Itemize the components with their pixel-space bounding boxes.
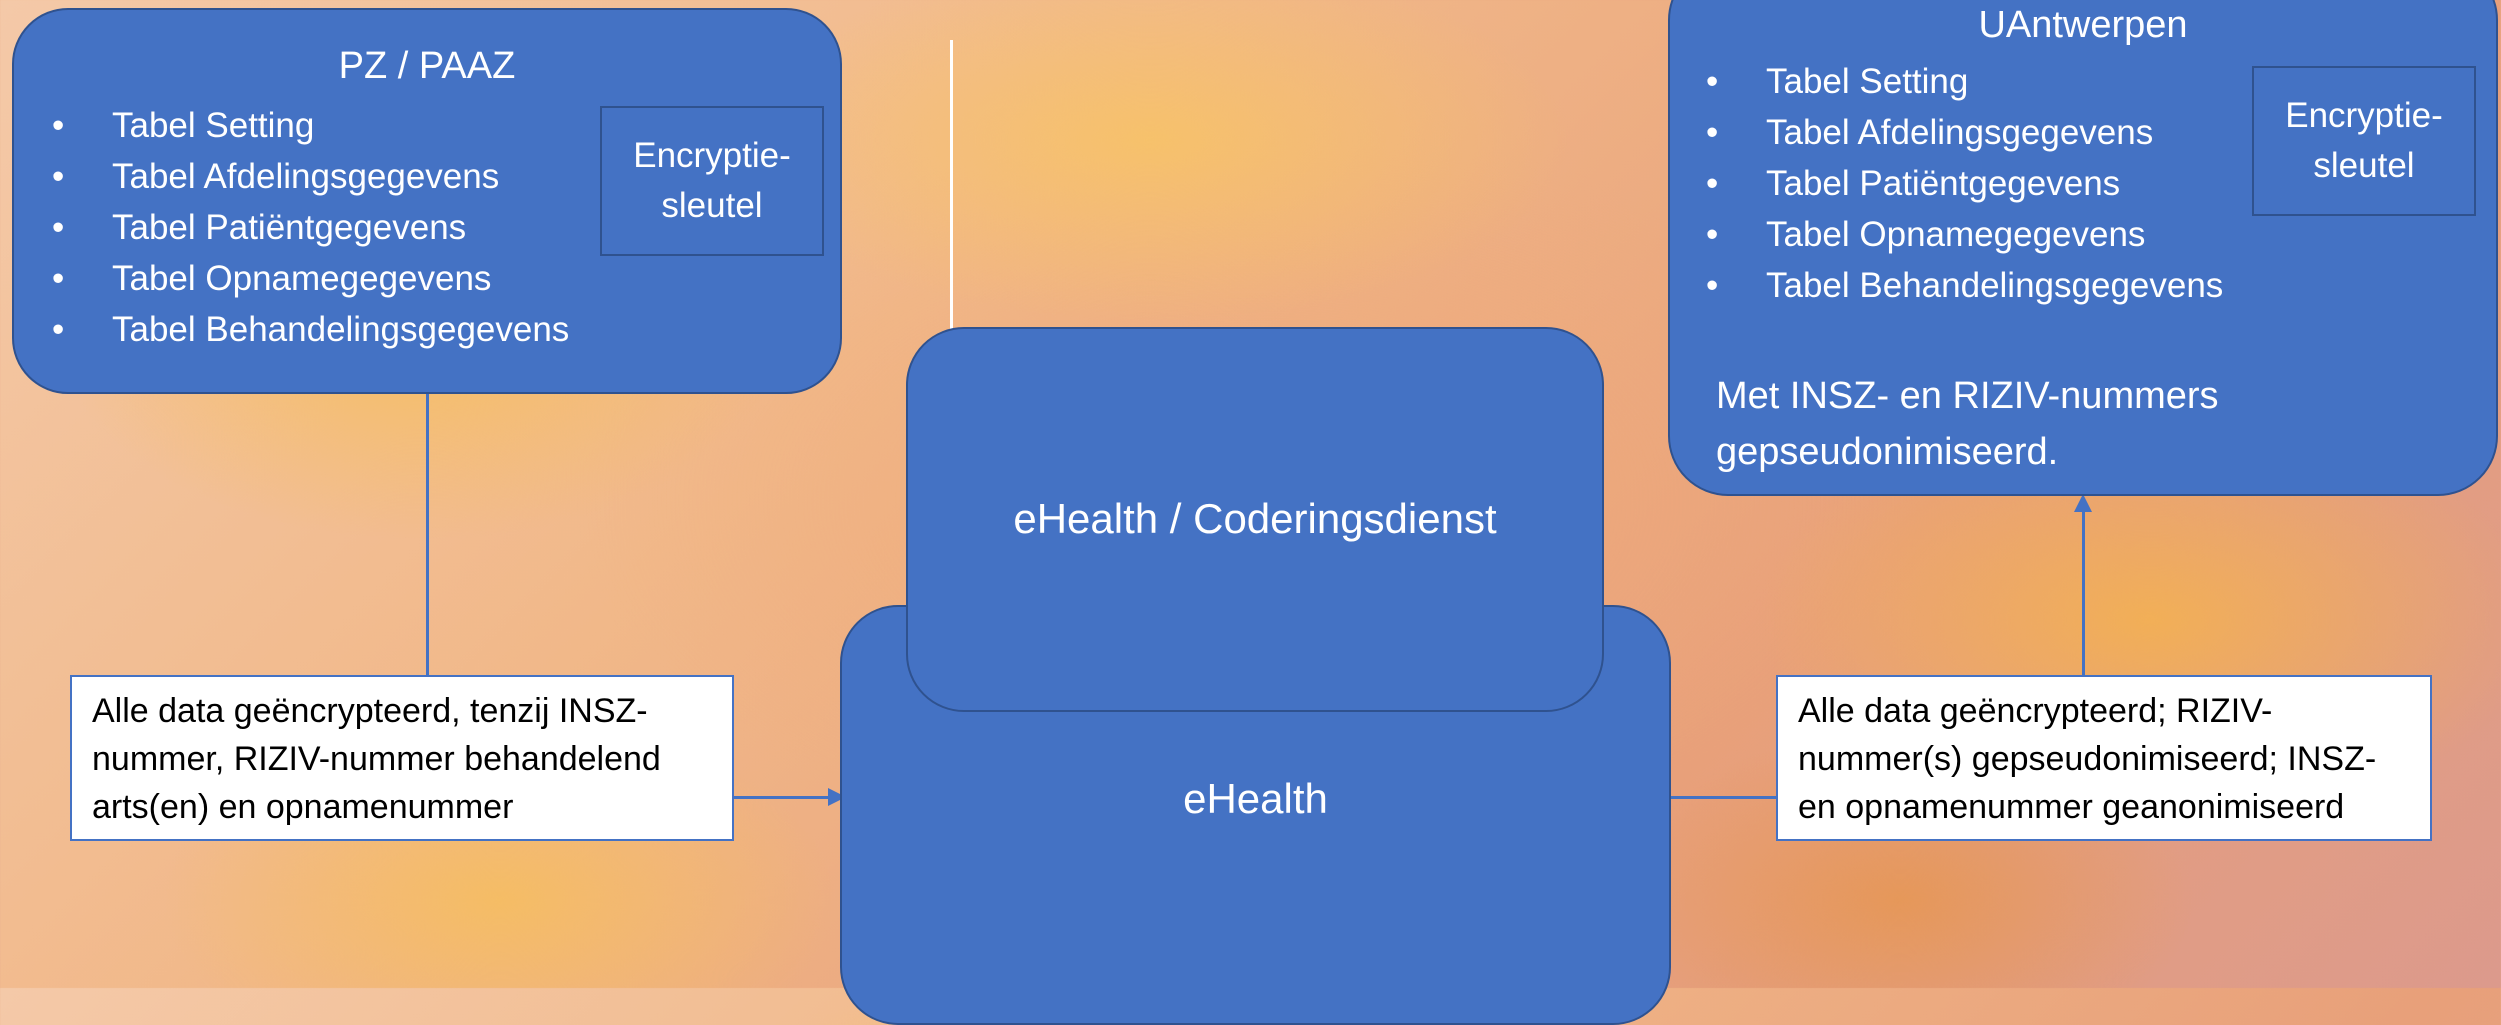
list-item: Tabel Opnamegegevens [1668, 209, 2223, 260]
decorative-divider-line [950, 40, 953, 330]
connector-ehealth-to-callout [1669, 796, 1777, 799]
left-encryption-callout: Alle data geëncrypteerd, tenzij INSZ- nu… [70, 675, 734, 841]
callout-line3: en opnamenummer geanonimiseerd [1798, 788, 2345, 826]
coderingsdienst-box: eHealth / Coderingsdienst [906, 327, 1604, 712]
callout-line3: arts(en) en opnamenummer [92, 788, 514, 826]
uantwerpen-table-list: Tabel Setting Tabel Afdelingsgegevens Ta… [1668, 56, 2223, 311]
uantwerpen-pseudonym-note: Met INSZ- en RIZIV-nummers gepseudonimis… [1716, 368, 2219, 480]
callout-line1: Alle data geëncrypteerd; RIZIV- [1798, 692, 2273, 730]
connector-pz-to-callout [426, 392, 429, 676]
key-label-line2: sleutel [2313, 146, 2415, 185]
uantwerpen-title: UAntwerpen [1978, 4, 2188, 46]
key-label-line1: Encryptie- [633, 136, 791, 175]
list-item: Tabel Setting [1668, 56, 2223, 107]
coderingsdienst-label: eHealth / Coderingsdienst [1013, 495, 1497, 542]
list-item: Tabel Behandelingsgegevens [14, 304, 569, 355]
list-item: Tabel Patiëntgegevens [14, 202, 569, 253]
list-item: Tabel Patiëntgegevens [1668, 158, 2223, 209]
note-line1: Met INSZ- en RIZIV-nummers [1716, 375, 2219, 417]
right-encryption-callout: Alle data geëncrypteerd; RIZIV- nummer(s… [1776, 675, 2432, 841]
callout-line1: Alle data geëncrypteerd, tenzij INSZ- [92, 692, 648, 730]
key-label-line1: Encryptie- [2285, 96, 2443, 135]
uantwerpen-box: UAntwerpen Tabel Setting Tabel Afdelings… [1668, 0, 2498, 496]
key-label-line2: sleutel [661, 186, 763, 225]
connector-callout-to-uantwerpen [2082, 510, 2085, 676]
list-item: Tabel Afdelingsgegevens [1668, 107, 2223, 158]
pz-paaz-title: PZ / PAAZ [338, 45, 516, 87]
note-line2: gepseudonimiseerd. [1716, 431, 2059, 473]
list-item: Tabel Behandelingsgegevens [1668, 260, 2223, 311]
uantwerpen-encryption-key-box: Encryptie- sleutel [2252, 66, 2476, 216]
callout-line2: nummer, RIZIV-nummer behandelend [92, 740, 661, 778]
list-item: Tabel Opnamegegevens [14, 253, 569, 304]
list-item: Tabel Afdelingsgegevens [14, 151, 569, 202]
ehealth-label: eHealth [1183, 775, 1328, 822]
arrow-into-uantwerpen-icon [2074, 494, 2092, 512]
connector-callout-to-ehealth [734, 796, 832, 799]
callout-line2: nummer(s) gepseudonimiseerd; INSZ- [1798, 740, 2377, 778]
pz-paaz-box: PZ / PAAZ Tabel Setting Tabel Afdelingsg… [12, 8, 842, 394]
pz-encryption-key-box: Encryptie- sleutel [600, 106, 824, 256]
pz-table-list: Tabel Setting Tabel Afdelingsgegevens Ta… [14, 100, 569, 355]
list-item: Tabel Setting [14, 100, 569, 151]
